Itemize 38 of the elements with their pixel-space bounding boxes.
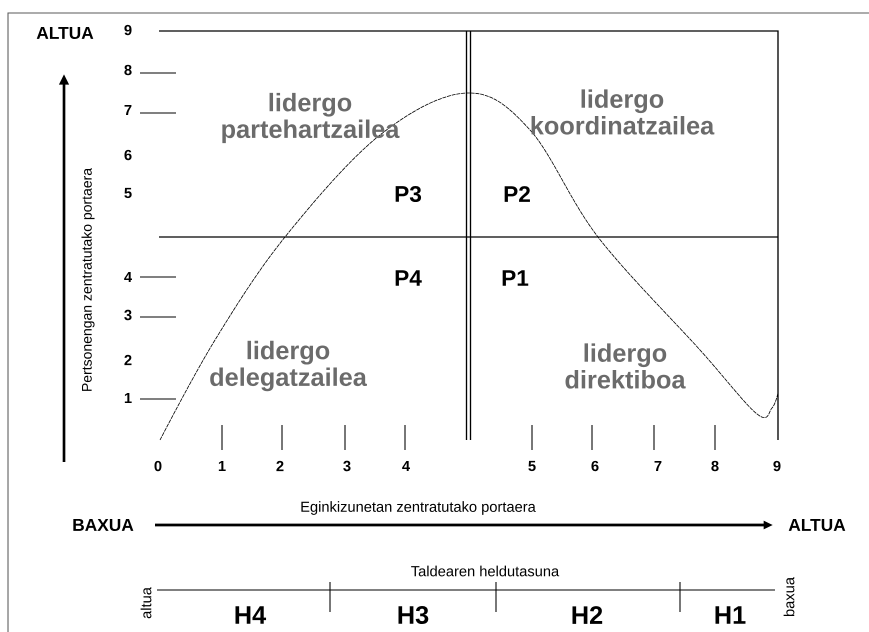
quadrant-label: lidergo direktiboa xyxy=(566,343,686,389)
tick-label: 0 xyxy=(154,460,162,472)
axis-title: Pertsonengan zentratutako portaera xyxy=(81,168,95,391)
tick-label: 8 xyxy=(124,64,132,76)
quadrant-code: P1 xyxy=(502,270,528,286)
tick-label: 2 xyxy=(124,354,132,366)
maturity-level: H4 xyxy=(236,606,266,624)
tick-label: 5 xyxy=(124,188,132,198)
quadrant-label: lidergo koordinatzailea xyxy=(532,89,714,135)
tick-label: 9 xyxy=(773,460,781,472)
tick-label: 9 xyxy=(124,24,132,36)
tick-label: 3 xyxy=(124,310,132,320)
axis-end-label: BAXUA xyxy=(73,518,134,532)
scale-end-label: baxua xyxy=(784,577,794,616)
tick-label: 1 xyxy=(218,460,226,472)
maturity-level: H3 xyxy=(398,606,428,624)
tick-label: 4 xyxy=(402,460,410,472)
tick-label: 6 xyxy=(591,460,599,472)
tick-label: 2 xyxy=(276,460,284,472)
tick-label: 7 xyxy=(124,104,132,116)
quadrant-code: P3 xyxy=(396,186,422,202)
scale-title: Taldearen heldutasuna xyxy=(411,566,560,576)
axis-title: Eginkizunetan zentratutako portaera xyxy=(301,501,536,515)
quadrant-code: P4 xyxy=(396,270,422,286)
tick-label: 1 xyxy=(124,392,132,404)
tick-label: 8 xyxy=(711,460,719,472)
quadrant-code: P2 xyxy=(504,186,530,202)
maturity-level: H1 xyxy=(716,606,746,624)
tick-label: 7 xyxy=(654,460,662,472)
tick-label: 4 xyxy=(124,272,132,282)
tick-label: 5 xyxy=(528,460,536,472)
axis-end-label: ALTUA xyxy=(36,26,94,40)
tick-label: 3 xyxy=(343,460,351,472)
scale-end-label: altua xyxy=(140,587,152,618)
maturity-level: H2 xyxy=(572,606,602,624)
axis-end-label: ALTUA xyxy=(788,518,846,532)
quadrant-label: lidergo delegatzailea xyxy=(210,340,367,392)
tick-label: 6 xyxy=(124,150,132,160)
